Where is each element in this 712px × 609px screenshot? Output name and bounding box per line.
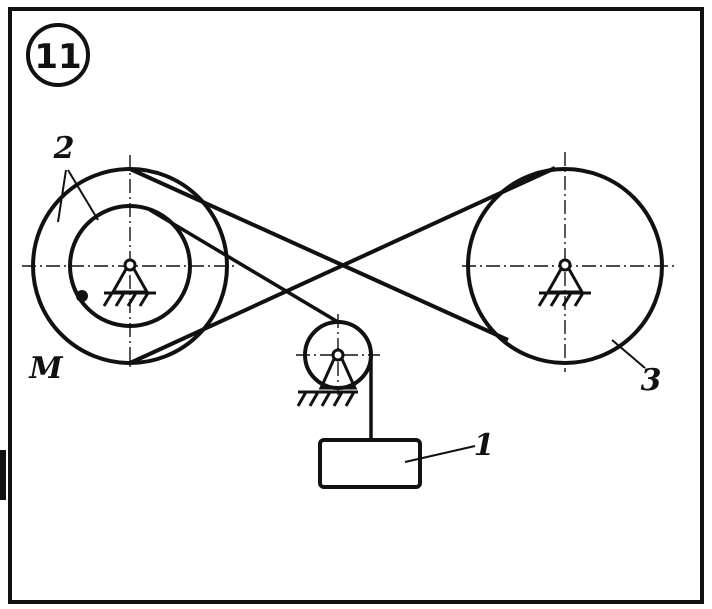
bearing-support-guide-pulley [296, 346, 358, 407]
left-edge-mark [0, 450, 6, 500]
leader-lines [57, 169, 646, 463]
figure-number: 11 [34, 37, 81, 77]
pulley-3 [466, 167, 664, 365]
label-pulley-3: 3 [641, 363, 662, 398]
figure-frame [8, 7, 704, 604]
bearing-support-pulley-2 [102, 258, 156, 307]
pulley-2-inner [68, 204, 192, 328]
rope [149, 208, 373, 440]
center-lines [22, 152, 676, 395]
weight-block [318, 438, 422, 489]
label-pulley-2: 2 [53, 131, 75, 166]
crossed-belt [129, 166, 556, 365]
label-point-m: M [28, 351, 63, 386]
bearing-support-pulley-3 [537, 258, 591, 307]
point-m-marker [76, 290, 88, 302]
label-weight-1: 1 [474, 428, 495, 463]
figure-number-badge [26, 23, 90, 87]
